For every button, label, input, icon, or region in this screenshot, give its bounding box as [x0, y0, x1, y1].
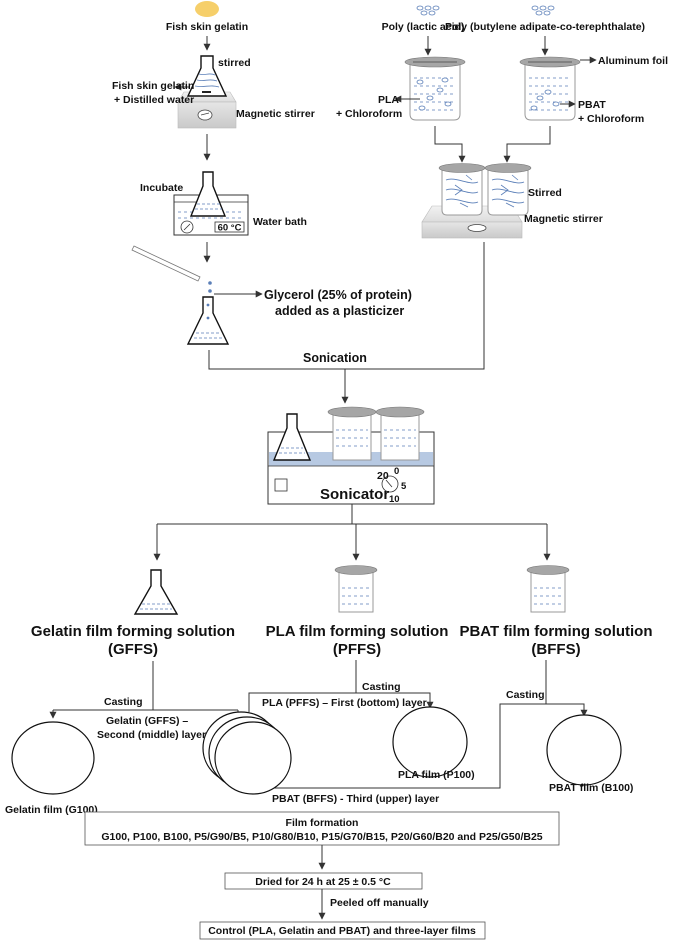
- final-label: Control (PLA, Gelatin and PBAT) and thre…: [208, 925, 476, 937]
- gelatin-powder-icon: [195, 1, 219, 17]
- final-box: [199, 921, 486, 940]
- gffs-label-line1: Gelatin film forming solution: [31, 623, 235, 640]
- water-bath-temp: 60 °C: [218, 223, 242, 234]
- arrow: [500, 703, 588, 717]
- pla-beaker-icon: [404, 56, 466, 121]
- pffs-beaker-icon: [334, 565, 378, 613]
- dial-label-20: 20: [377, 470, 389, 482]
- pffs-label-line2: (PFFS): [333, 641, 381, 658]
- dial-label-10: 10: [389, 494, 400, 505]
- arrow: [503, 126, 551, 163]
- incubate-label: Incubate: [140, 182, 183, 194]
- pla-film-icon: [392, 706, 468, 778]
- dried-label: Dried for 24 h at 25 ± 0.5 °C: [255, 876, 391, 888]
- pbat-chloroform-label-line1: PBAT: [578, 99, 606, 111]
- water-bath-label: Water bath: [253, 216, 307, 228]
- stirred-label-2: Stirred: [528, 187, 562, 199]
- arrow: [356, 692, 434, 709]
- fish-skin-gelatin-label: Fish skin gelatin: [166, 21, 248, 33]
- bffs-beaker-icon: [526, 565, 570, 613]
- peeled-label: Peeled off manually: [330, 897, 429, 909]
- gelatin-film-icon: [11, 721, 95, 795]
- first-layer-label: PLA (PFFS) – First (bottom) layer: [262, 697, 427, 709]
- second-layer-label-line2: Second (middle) layer: [97, 729, 206, 741]
- pbat-chloroform-label-line2: + Chloroform: [578, 113, 644, 125]
- magnetic-stirrer-label-2: Magnetic stirrer: [524, 213, 603, 225]
- casting-label-2: Casting: [362, 681, 401, 693]
- glycerol-label-line2: added as a plasticizer: [275, 304, 404, 318]
- gffs-flask-icon: [133, 569, 179, 615]
- pbat-source-label: Poly (butylene adipate-co-terephthalate): [445, 21, 645, 33]
- merge-line: [208, 242, 485, 370]
- stirred-beakers-icon: [438, 163, 532, 216]
- aluminum-foil-label: Aluminum foil: [598, 55, 668, 67]
- pla-source-label: Poly (lactic acid): [382, 21, 465, 33]
- casting-line: [246, 660, 547, 789]
- magnetic-stirrer-label-1: Magnetic stirrer: [236, 108, 315, 120]
- casting-label-3: Casting: [506, 689, 545, 701]
- pla-chloroform-label-line1: PLA: [378, 94, 399, 106]
- fish-skin-gelatin-water-label-line1: Fish skin gelatin: [112, 80, 194, 92]
- arrow: [434, 126, 466, 163]
- casting-label-1: Casting: [104, 696, 143, 708]
- pipette-icon: [131, 245, 212, 293]
- film-formation-title: Film formation: [286, 817, 359, 829]
- magnetic-stirrer-1-icon: [177, 91, 237, 129]
- bffs-label-line2: (BFFS): [531, 641, 580, 658]
- casting-line: [248, 660, 357, 712]
- erlenmeyer-flask-3-icon: [186, 296, 230, 345]
- film-formation-box: [84, 811, 560, 846]
- pbat-pellets-icon: [531, 5, 555, 16]
- pla-chloroform-label-line2: + Chloroform: [336, 108, 402, 120]
- pla-film-label: PLA film (P100): [398, 769, 475, 781]
- bffs-label-line1: PBAT film forming solution: [459, 623, 652, 640]
- three-layer-film-icon: [202, 711, 292, 795]
- third-layer-label: PBAT (BFFS) - Third (upper) layer: [272, 793, 439, 805]
- gelatin-film-label: Gelatin film (G100): [5, 804, 98, 816]
- pla-pellets-icon: [416, 5, 440, 16]
- film-formation-list: G100, P100, B100, P5/G90/B5, P10/G80/B10…: [101, 831, 542, 843]
- dried-box: [224, 872, 423, 890]
- pffs-label-line1: PLA film forming solution: [266, 623, 449, 640]
- gffs-label-line2: (GFFS): [108, 641, 158, 658]
- pbat-film-icon: [546, 714, 622, 786]
- stirred-label-1: stirred: [218, 57, 251, 69]
- dial-label-0: 0: [394, 466, 399, 477]
- sonicator-label: Sonicator: [320, 486, 389, 503]
- second-layer-label-line1: Gelatin (GFFS) –: [106, 715, 188, 727]
- sonicator-icon: [267, 406, 435, 505]
- sonication-label: Sonication: [303, 351, 367, 365]
- erlenmeyer-flask-2-icon: [189, 171, 227, 217]
- fish-skin-gelatin-water-label-line2: + Distilled water: [114, 94, 194, 106]
- erlenmeyer-flask-1-icon: [186, 55, 228, 97]
- pbat-beaker-icon: [519, 56, 581, 121]
- pbat-film-label: PBAT film (B100): [549, 782, 633, 794]
- glycerol-label-line1: Glycerol (25% of protein): [264, 288, 412, 302]
- dial-label-5: 5: [401, 481, 407, 492]
